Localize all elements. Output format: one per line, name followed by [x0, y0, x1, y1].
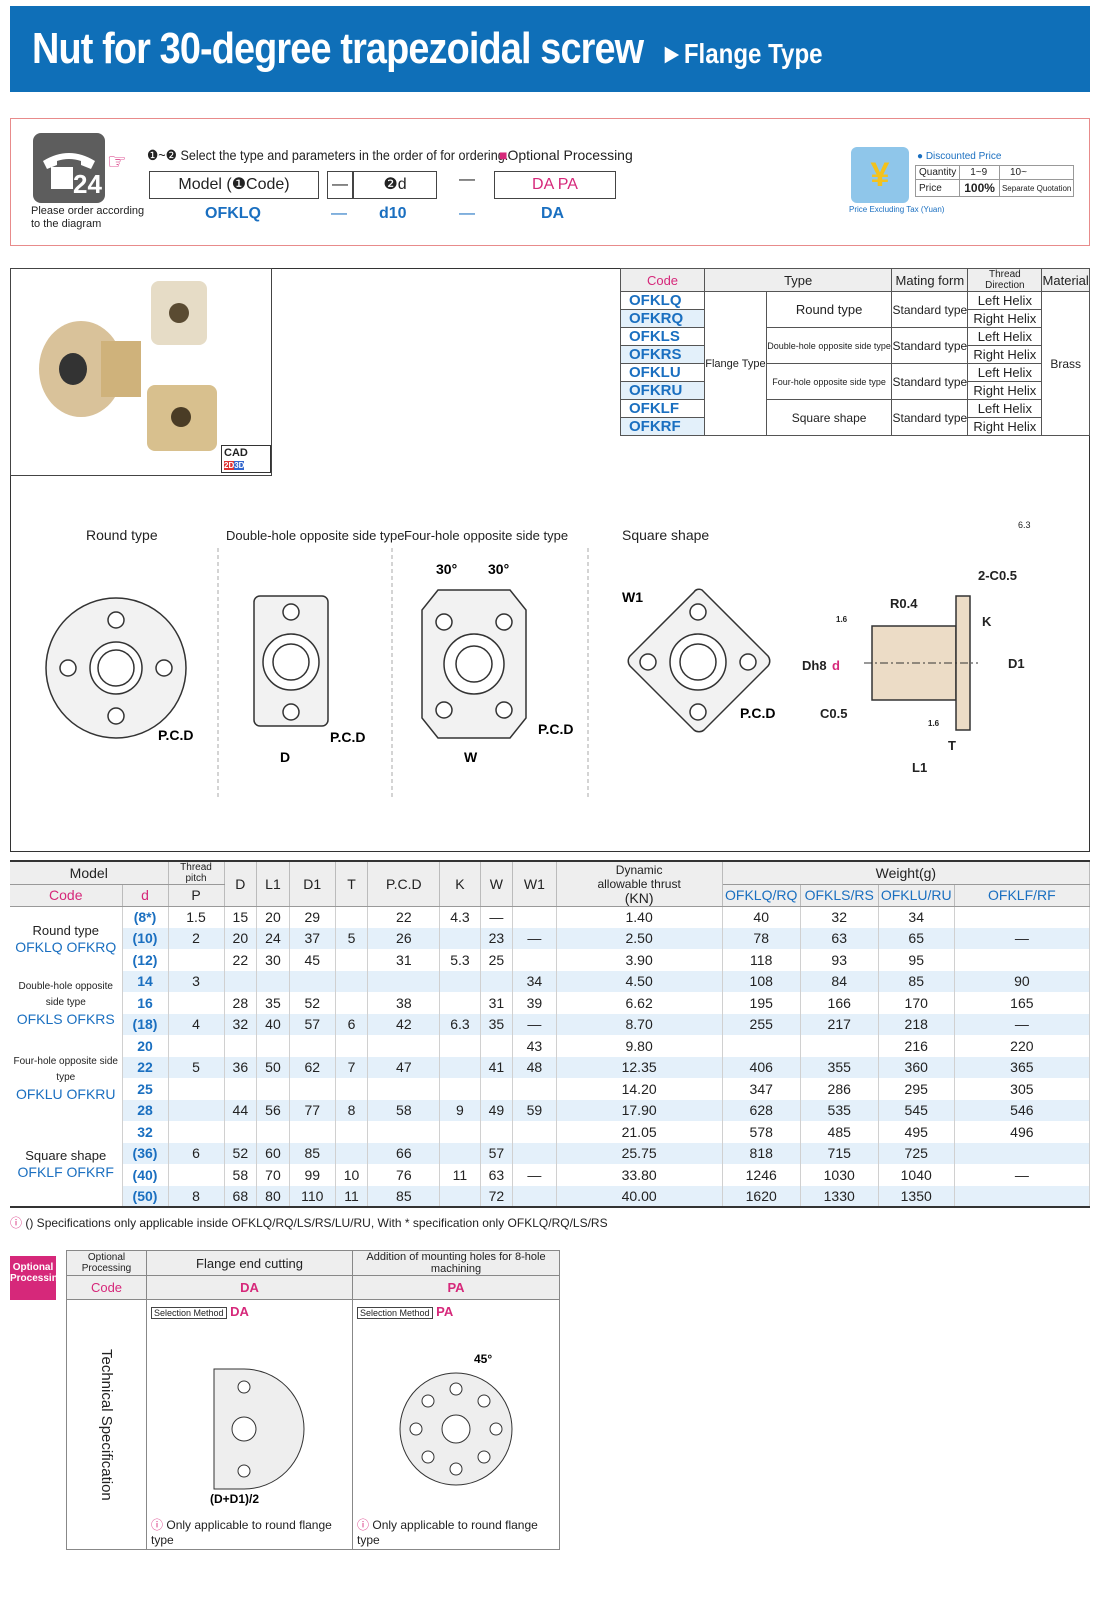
svg-text:C0.5: C0.5	[820, 706, 847, 721]
yen-price-icon: ¥	[851, 147, 909, 203]
svg-text:Square shape: Square shape	[622, 527, 709, 543]
optional-badge: Optional Processing	[10, 1256, 64, 1300]
svg-text:P.C.D: P.C.D	[330, 729, 366, 745]
product-photo: CAD 2D3D	[10, 268, 272, 476]
svg-text:W1: W1	[622, 589, 643, 605]
flange-cut-drawing: (D+D1)/2	[210, 1368, 304, 1506]
svg-text:6.3: 6.3	[1018, 520, 1031, 530]
svg-text:R0.4: R0.4	[890, 596, 918, 611]
eight-hole-drawing: 45°	[399, 1352, 513, 1486]
order-instructions: ❶~❷ Select the type and parameters in th…	[147, 147, 509, 163]
svg-text:T: T	[948, 738, 956, 753]
svg-text:P.C.D: P.C.D	[538, 721, 574, 737]
technical-drawings: Round type Double-hole opposite side typ…	[45, 520, 1031, 798]
svg-text:30°: 30°	[488, 561, 509, 577]
drawing-panel	[10, 268, 1090, 852]
spec-note: ⓘ () Specifications only applicable insi…	[10, 1216, 608, 1230]
svg-text:K: K	[982, 614, 992, 629]
optional-processing-label: ■Optional Processing	[499, 147, 633, 163]
example-sep-1: —	[331, 205, 347, 222]
example-sep-2: —	[459, 205, 475, 222]
page-title: Nut for 30-degree trapezoidal screw	[32, 24, 644, 73]
d-field: ❷d	[353, 171, 437, 199]
svg-text:1.6: 1.6	[836, 615, 848, 624]
separator: —	[459, 171, 475, 188]
svg-text:Double-hole opposite side type: Double-hole opposite side type	[226, 528, 405, 543]
pointing-hand-icon: ☞	[107, 149, 127, 174]
svg-text:(D+D1)/2: (D+D1)/2	[210, 1492, 259, 1506]
svg-text:D: D	[280, 749, 290, 765]
svg-text:30°: 30°	[436, 561, 457, 577]
model-code-field: Model (❶Code)	[149, 171, 319, 199]
phone-24-icon: 24	[33, 133, 105, 203]
example-d: d10	[379, 205, 407, 222]
example-code: OFKLQ	[205, 205, 261, 222]
separator-box: —	[327, 171, 353, 199]
svg-text:1.6: 1.6	[928, 719, 940, 728]
svg-text:L1: L1	[912, 760, 927, 775]
svg-text:W: W	[464, 749, 478, 765]
example-option: DA	[541, 205, 565, 222]
svg-text:P.C.D: P.C.D	[158, 727, 194, 743]
tax-note: Price Excluding Tax (Yuan)	[849, 205, 945, 214]
svg-text:d: d	[832, 658, 840, 673]
discount-label: ● Discounted Price	[917, 151, 1002, 162]
svg-text:P.C.D: P.C.D	[740, 705, 776, 721]
optional-field: DA PA	[494, 171, 616, 199]
svg-text:24: 24	[73, 169, 102, 199]
cad-badge[interactable]: CAD 2D3D	[221, 445, 271, 473]
svg-text:Four-hole opposite side type: Four-hole opposite side type	[404, 528, 568, 543]
svg-text:Dh8: Dh8	[802, 658, 827, 673]
page-header: Nut for 30-degree trapezoidal screw ►Fla…	[10, 6, 1090, 92]
page-subtitle: ►Flange Type	[660, 38, 823, 69]
svg-text:2-C0.5: 2-C0.5	[978, 568, 1017, 583]
type-table: Code Type Mating form Thread Direction M…	[620, 268, 1090, 436]
svg-text:Round type: Round type	[86, 527, 158, 543]
svg-text:D1: D1	[1008, 656, 1025, 671]
svg-text:45°: 45°	[474, 1352, 492, 1366]
